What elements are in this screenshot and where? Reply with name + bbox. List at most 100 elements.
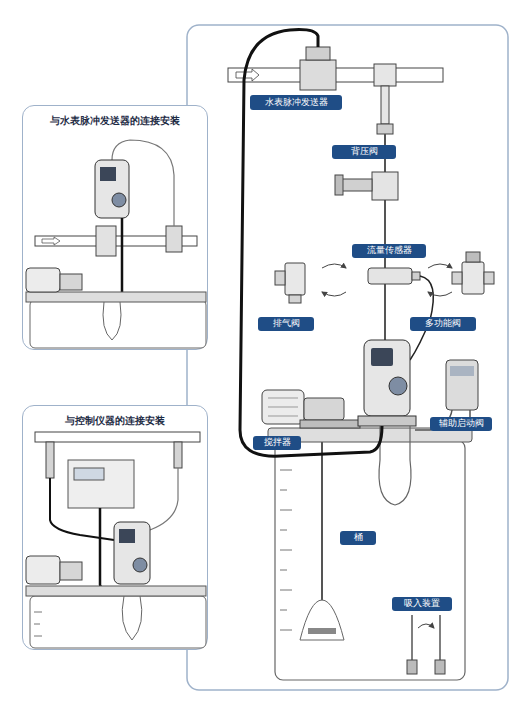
part-label: 桶 <box>340 531 376 545</box>
tee-branch <box>381 86 389 124</box>
foot-valve <box>435 660 445 674</box>
motor-fin <box>268 416 298 417</box>
label-text: 辅助启动阀 <box>439 419 484 429</box>
label-text: 背压阀 <box>351 147 378 157</box>
foot-valve <box>407 660 417 674</box>
inset-panel: 与控制仪器的连接安装 <box>22 405 208 650</box>
scale-mark <box>280 570 287 571</box>
part-label: 吸入装置 <box>392 597 452 611</box>
signal-cable <box>240 30 382 457</box>
delivery-tube <box>384 134 386 345</box>
dosing-pump <box>95 160 129 218</box>
mixer-paddle <box>308 628 336 634</box>
part-label: 背压阀 <box>332 145 396 159</box>
exhaust-outlet <box>289 295 301 303</box>
back-pressure-valve <box>372 172 398 200</box>
mixer-coupling <box>304 398 344 420</box>
flow-arrow <box>236 69 259 81</box>
exhaust-valve <box>285 263 305 295</box>
scale-mark <box>34 636 42 637</box>
swap-arrow <box>322 292 346 296</box>
pulse-sender <box>166 226 182 252</box>
flow-sensor <box>368 268 412 284</box>
panel-title: 与水表脉冲发送器的连接安装 <box>27 115 203 126</box>
injection-fitting <box>377 124 393 134</box>
dosing-pump <box>114 522 150 584</box>
part-label: 水表脉冲发送器 <box>250 95 342 110</box>
pump-display <box>119 529 135 543</box>
pump-display <box>371 348 393 366</box>
swap-arrow <box>428 264 452 268</box>
mixer-motor <box>26 268 60 292</box>
scale-mark <box>280 490 287 491</box>
scale-mark <box>280 610 287 611</box>
scale-mark <box>280 470 292 471</box>
motor-fin <box>268 398 298 399</box>
sensor-wire <box>112 140 174 226</box>
scale-mark <box>280 590 292 591</box>
dosing-pump <box>364 340 410 416</box>
mixer-base <box>300 420 360 428</box>
swap-arrow <box>428 292 452 296</box>
label-text: 吸入装置 <box>404 599 440 609</box>
multi-valve-port <box>452 272 462 284</box>
controller <box>68 460 134 508</box>
water-pipe <box>35 236 197 246</box>
label-text: 排气阀 <box>273 319 300 329</box>
mixer-coupling <box>60 274 82 290</box>
multi-valve-knob <box>466 252 480 262</box>
part-label: 多功能阀 <box>410 317 476 331</box>
pump-head <box>112 193 126 207</box>
aux-valve <box>446 360 478 410</box>
scale-mark <box>280 510 292 511</box>
pulse-sender-body <box>300 60 336 90</box>
scale-marks <box>280 470 292 630</box>
tank <box>30 596 206 648</box>
signal-cable <box>100 508 120 620</box>
pump-head <box>389 377 407 395</box>
suction-tube <box>379 426 411 505</box>
mixer-guard <box>300 600 344 640</box>
injection-line <box>150 468 178 530</box>
mixer-coupling <box>60 562 82 580</box>
swap-arrow <box>418 624 434 628</box>
pipe-tee <box>374 64 396 86</box>
tank-lid <box>26 292 206 302</box>
pump-head <box>133 558 147 572</box>
valve-knob <box>342 179 372 191</box>
probe <box>46 442 54 478</box>
scale-mark <box>280 530 287 531</box>
tank <box>30 300 206 348</box>
tank <box>275 440 465 680</box>
probe-cable <box>50 478 114 540</box>
part-label: 排气阀 <box>258 317 314 331</box>
part-label: 辅助启动阀 <box>430 417 492 431</box>
main-panel <box>187 25 508 690</box>
label-text: 桶 <box>354 533 363 543</box>
suction-tube <box>122 596 142 640</box>
panel-title: 与控制仪器的连接安装 <box>27 415 203 426</box>
mixer-motor <box>26 556 60 584</box>
controller-screen <box>74 468 104 480</box>
scale-mark <box>280 630 292 631</box>
valve-handle <box>335 175 343 195</box>
part-label: 流量传感器 <box>352 244 426 258</box>
pump-display <box>100 167 116 181</box>
scale-mark <box>34 624 40 625</box>
part-label: 搅拌器 <box>253 436 301 450</box>
mixer-motor <box>262 390 304 424</box>
scale-mark <box>280 550 292 551</box>
exhaust-port <box>275 271 285 285</box>
water-pipe <box>35 432 200 442</box>
probe <box>174 442 182 468</box>
suction-tube <box>103 302 121 340</box>
scale-mark <box>34 612 42 613</box>
label-text: 水表脉冲发送器 <box>265 98 328 108</box>
flow-arrow <box>42 237 60 245</box>
sensor-plug <box>412 272 420 280</box>
pipe-tee <box>96 226 116 256</box>
pulse-sender-cap <box>306 47 330 60</box>
label-text: 多功能阀 <box>425 319 461 329</box>
